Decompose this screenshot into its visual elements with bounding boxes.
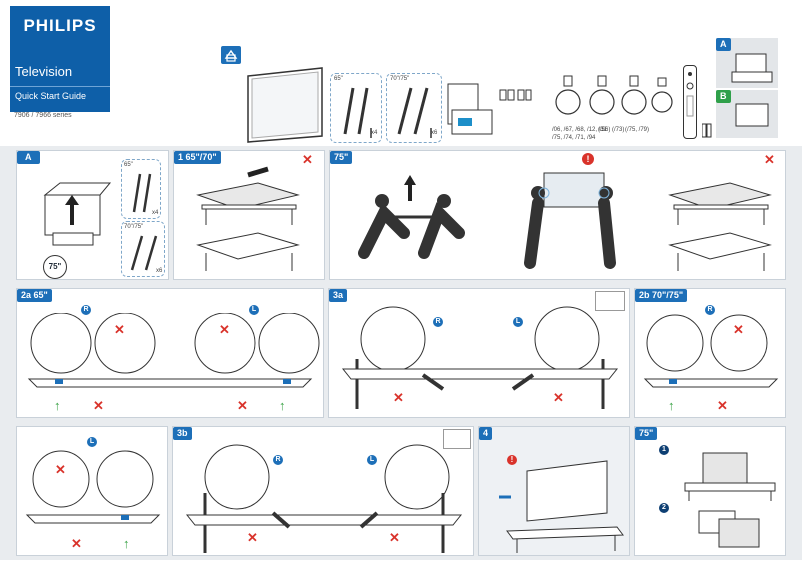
cable-clips-illustration	[498, 86, 532, 106]
option-a-box: A	[716, 38, 778, 88]
wrong-x-icon-a3: ✕	[93, 398, 104, 413]
option-a-tag: A	[716, 38, 731, 51]
A-accessory-65: 65" x4	[121, 159, 161, 219]
step-2b-tag: 2b 70"/75"	[635, 289, 688, 302]
cable-region-label-4: (/75, /79)	[625, 127, 650, 133]
series-label: 7906 / 7966 series	[14, 112, 72, 119]
batteries-illustration	[702, 122, 712, 138]
panel-2b-L: L ✕ ✕ ↑	[16, 426, 168, 556]
stand-65-label: 65"	[334, 76, 343, 82]
tv-panel-illustration	[244, 66, 326, 144]
wrong-x-icon-3a1: ✕	[393, 390, 404, 405]
badge-75-circle: 75"	[43, 255, 67, 279]
wrong-surface-x-icon-2: ✕	[764, 152, 775, 167]
wrong-surface-x-icon: ✕	[302, 152, 313, 167]
panel-3a: 3a R L ✕ ✕	[328, 288, 630, 418]
marker-L-3a: L	[513, 317, 523, 327]
step-A-tag: A	[17, 151, 40, 164]
step-4-tag: 4	[479, 427, 493, 440]
cable-region-label-3: (/56) (/73)	[598, 127, 625, 133]
wrong-x-icon-3b2: ✕	[389, 530, 400, 545]
panel-4-75: 75" 1 2	[634, 426, 786, 556]
A-65-label: 65"	[124, 162, 133, 168]
warning-icon-4: !	[507, 455, 517, 465]
wrong-x-icon-L1: ✕	[55, 462, 66, 477]
power-cables-illustration	[546, 72, 676, 128]
sub-step-1: 1	[659, 445, 669, 455]
screw-count-4: x4	[371, 130, 378, 136]
wrong-x-icon-a4: ✕	[237, 398, 248, 413]
step-4-75-tag: 75"	[635, 427, 658, 440]
panel-1-lay-tv: 1 65"/70" ✕	[173, 150, 325, 280]
panel-3b: 3b R L ✕ ✕	[172, 426, 474, 556]
wrong-x-icon-3a2: ✕	[553, 390, 564, 405]
panel-2b-70-75: 2b 70"/75" R ✕ ↑ ✕	[634, 288, 786, 418]
correct-arrow-L: ↑	[123, 536, 130, 551]
step-1-tag: 1 65"/70"	[174, 151, 221, 164]
screw-count-6: x6	[431, 130, 438, 136]
cable-region-label-2: /75, /74, /71, /94	[552, 135, 596, 141]
step-3a-tag: 3a	[329, 289, 348, 302]
wrong-x-icon-a2: ✕	[219, 322, 230, 337]
wrong-x-icon-2b2: ✕	[717, 398, 728, 413]
marker-L-3b: L	[367, 455, 377, 465]
warning-icon: !	[582, 153, 594, 165]
step-2b-size: 70"/75"	[652, 290, 684, 300]
wrong-x-icon-2b1: ✕	[733, 322, 744, 337]
correct-arrow-2b: ↑	[668, 398, 675, 413]
check-icon-box-3b	[443, 429, 471, 449]
option-b-tag: B	[716, 90, 731, 103]
marker-L-2b: L	[87, 437, 97, 447]
check-icon-box	[595, 291, 625, 311]
A-70-75-label: 70"/75"	[124, 224, 144, 230]
sub-step-2: 2	[659, 503, 669, 513]
marker-L: L	[249, 305, 259, 315]
brand-block: PHILIPS Television Quick Start Guide	[10, 6, 110, 112]
A-x6: x6	[156, 268, 163, 274]
correct-arrow-a2: ↑	[279, 398, 286, 413]
stand-legs-70-75-box: 70"/75" x6	[386, 73, 442, 143]
wrong-x-icon-L2: ✕	[71, 536, 82, 551]
marker-R-2b: R	[705, 305, 715, 315]
panel-1-75-carry: 75" ! ✕	[329, 150, 786, 280]
documents-illustration	[446, 80, 496, 138]
cable-region-label-1: /06, /67, /68, /12, /31	[552, 127, 608, 133]
package-contents-icon	[221, 46, 241, 64]
panel-A-unbox: A 75" 65" x4 70"/75" x6	[16, 150, 169, 280]
option-b-box: B	[716, 90, 778, 138]
step-2a-tag: 2a 65"	[17, 289, 52, 302]
wrong-x-icon-a1: ✕	[114, 322, 125, 337]
step-1-75-tag: 75"	[330, 151, 353, 164]
stand-legs-65-box: 65" x4	[330, 73, 382, 143]
A-x4: x4	[152, 210, 159, 216]
philips-logo: PHILIPS	[23, 16, 97, 35]
step-2a-size: 65"	[33, 290, 48, 300]
step-3b-tag: 3b	[173, 427, 192, 440]
brand-subtitle: Quick Start Guide	[15, 91, 87, 101]
panel-2a-65: 2a 65" R L ✕ ✕ ↑ ✕ ✕ ↑	[16, 288, 324, 418]
step-2a-number: 2a	[21, 290, 32, 300]
brand-title: Television	[15, 64, 73, 79]
marker-R-3a: R	[433, 317, 443, 327]
wrong-x-icon-3b1: ✕	[247, 530, 258, 545]
marker-R-3b: R	[273, 455, 283, 465]
stand-70-75-label: 70"/75"	[390, 76, 410, 82]
panel-4: 4 !	[478, 426, 630, 556]
step-2b-number: 2b	[639, 290, 650, 300]
correct-arrow-a1: ↑	[54, 398, 61, 413]
step-1-number: 1	[178, 152, 184, 162]
A-accessory-70-75: 70"/75" x6	[121, 221, 165, 277]
step-1-size: 65"/70"	[185, 152, 217, 162]
remote-control-illustration	[683, 65, 697, 139]
marker-R: R	[81, 305, 91, 315]
brand-divider	[10, 86, 110, 87]
